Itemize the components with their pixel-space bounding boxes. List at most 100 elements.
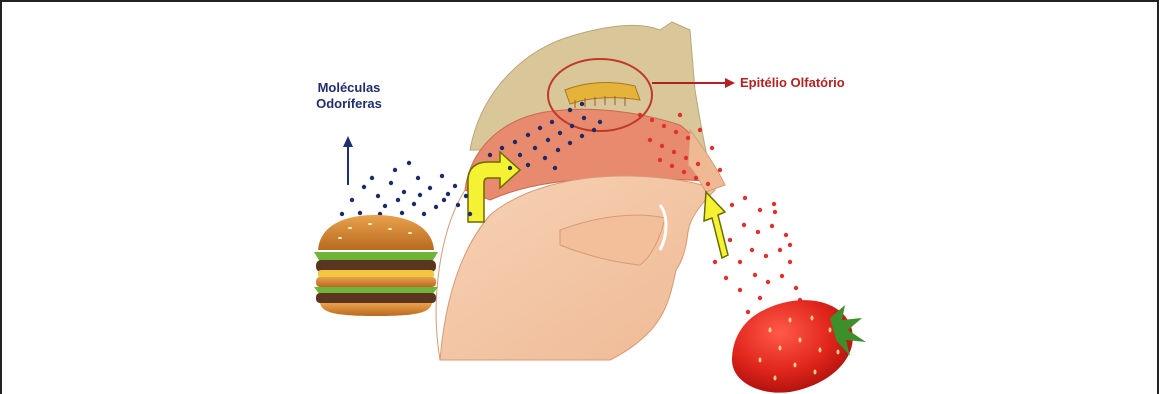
- molecule-dot: [710, 146, 714, 150]
- molecule-dot: [389, 181, 393, 185]
- molecule-dot: [682, 170, 686, 174]
- burger-icon: [314, 215, 438, 316]
- molecule-dot: [456, 203, 460, 207]
- strawberry-icon: [732, 300, 866, 393]
- molecule-dot: [738, 260, 742, 264]
- molecule-dot: [756, 230, 760, 234]
- molecule-dot: [743, 196, 747, 200]
- molecule-dot: [746, 310, 750, 314]
- molecule-dot: [794, 286, 798, 290]
- molecule-dot: [513, 140, 517, 144]
- molecule-dot: [340, 212, 344, 216]
- molecule-dot: [526, 133, 530, 137]
- up-arrow-icon: [343, 136, 353, 185]
- molecule-dot: [672, 150, 676, 154]
- molecule-dot: [453, 184, 457, 188]
- molecule-dot: [686, 136, 690, 140]
- molecule-dot: [650, 118, 654, 122]
- molecule-dot: [598, 120, 602, 124]
- molecules-label-line1: Moléculas: [299, 80, 399, 96]
- molecule-dot: [526, 163, 530, 167]
- molecule-dot: [580, 102, 584, 106]
- molecule-dot: [658, 158, 662, 162]
- molecule-dot: [533, 146, 537, 150]
- molecule-dot: [358, 211, 362, 215]
- molecule-dot: [570, 124, 574, 128]
- molecule-dot: [376, 194, 380, 198]
- molecules-label-line2: Odoríferas: [299, 96, 399, 112]
- molecule-dot: [773, 210, 777, 214]
- molecule-dot: [362, 185, 366, 189]
- molecule-dot: [556, 148, 560, 152]
- molecule-dot: [778, 248, 782, 252]
- molecule-dot: [582, 116, 586, 120]
- molecule-dot: [684, 156, 688, 160]
- molecule-dot: [396, 198, 400, 202]
- molecule-dot: [758, 296, 762, 300]
- molecule-dot: [550, 120, 554, 124]
- molecule-dot: [780, 274, 784, 278]
- molecule-dot: [434, 205, 438, 209]
- molecule-dot: [418, 193, 422, 197]
- molecule-dot: [770, 224, 774, 228]
- molecule-dot: [674, 130, 678, 134]
- molecule-dot: [400, 211, 404, 215]
- molecule-dot: [428, 186, 432, 190]
- molecule-dot: [568, 141, 572, 145]
- molecule-dot: [638, 113, 642, 117]
- molecule-dot: [662, 124, 666, 128]
- molecule-dot: [764, 254, 768, 258]
- molecule-dot: [724, 276, 728, 280]
- molecule-dot: [772, 202, 776, 206]
- molecule-dot: [546, 138, 550, 142]
- molecule-dot: [370, 176, 374, 180]
- molecule-dot: [698, 128, 702, 132]
- molecule-dot: [784, 233, 788, 237]
- molecule-dot: [788, 260, 792, 264]
- molecule-dot: [592, 128, 596, 132]
- molecule-dot: [713, 260, 717, 264]
- molecule-dot: [558, 131, 562, 135]
- molecule-dot: [696, 162, 700, 166]
- molecule-dot: [468, 212, 472, 216]
- molecule-dot: [718, 168, 722, 172]
- molecule-dot: [464, 194, 468, 198]
- molecule-dot: [580, 134, 584, 138]
- molecule-dot: [648, 138, 652, 142]
- molecule-dot: [730, 203, 734, 207]
- molecule-dot: [508, 166, 512, 170]
- molecule-dot: [728, 238, 732, 242]
- molecule-dot: [416, 176, 420, 180]
- molecule-dot: [538, 126, 542, 130]
- molecule-dot: [500, 146, 504, 150]
- molecule-dot: [407, 161, 411, 165]
- molecule-dot: [518, 153, 522, 157]
- molecule-dot: [383, 204, 387, 208]
- molecule-dot: [694, 176, 698, 180]
- olfactory-epithelium-label: Epitélio Olfatório: [740, 75, 845, 91]
- molecule-dot: [412, 202, 416, 206]
- molecule-dot: [442, 198, 446, 202]
- molecule-dot: [678, 113, 682, 117]
- molecule-dot: [758, 208, 762, 212]
- molecule-dot: [788, 243, 792, 247]
- molecule-dot: [543, 156, 547, 160]
- molecule-dot: [750, 248, 754, 252]
- molecule-dot: [753, 273, 757, 277]
- molecule-dot: [660, 144, 664, 148]
- molecule-dot: [422, 212, 426, 216]
- molecules-label: Moléculas Odoríferas: [299, 80, 399, 113]
- molecule-dot: [670, 164, 674, 168]
- molecule-dot: [568, 108, 572, 112]
- molecule-dot: [488, 153, 492, 157]
- molecule-dot: [742, 223, 746, 227]
- molecule-dot: [440, 174, 444, 178]
- molecule-dot: [738, 288, 742, 292]
- molecule-dot: [393, 168, 397, 172]
- molecule-dot: [350, 198, 354, 202]
- molecule-dot: [706, 182, 710, 186]
- molecule-dot: [402, 190, 406, 194]
- molecule-dot: [553, 166, 557, 170]
- molecule-dot: [766, 280, 770, 284]
